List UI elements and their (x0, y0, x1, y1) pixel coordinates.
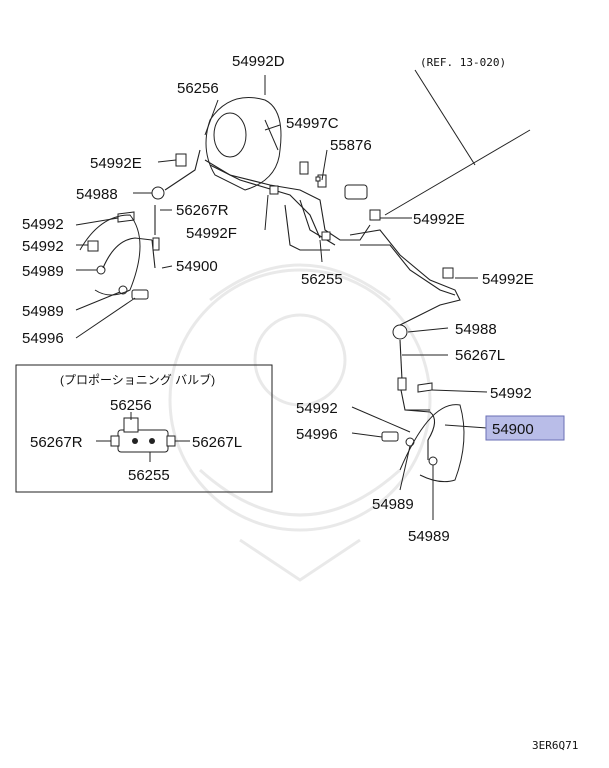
part-label-54996[interactable]: 54996 (22, 330, 64, 347)
brake-hose-left (79, 214, 156, 296)
part-label-54988[interactable]: 54988 (455, 321, 497, 338)
brake-booster (205, 97, 282, 191)
proportioning-valve-inset: (プロポーショニング バルブ) 56256 56267R 56267L 5625… (15, 364, 273, 493)
part-label-54989[interactable]: 54989 (22, 263, 64, 280)
part-label-56255[interactable]: 56255 (301, 271, 343, 288)
brake-pipes (154, 149, 461, 411)
part-label-56256[interactable]: 56256 (177, 80, 219, 97)
part-label-54992[interactable]: 54992 (296, 400, 338, 417)
inset-label-56256[interactable]: 56256 (110, 397, 152, 414)
part-label-54900-highlighted[interactable]: 54900 (492, 421, 534, 438)
part-label-54992D[interactable]: 54992D (232, 53, 285, 70)
diagram-code: 3ER6Q71 (532, 739, 578, 752)
part-label-54989[interactable]: 54989 (22, 303, 64, 320)
part-label-54992[interactable]: 54992 (22, 238, 64, 255)
inset-label-56267L[interactable]: 56267L (192, 434, 242, 451)
part-label-54992F[interactable]: 54992F (186, 225, 237, 242)
reference-leader (384, 69, 531, 216)
part-label-54997C[interactable]: 54997C (286, 115, 339, 132)
highlight-54900[interactable]: 54900 (485, 415, 565, 441)
part-label-54992E[interactable]: 54992E (90, 155, 142, 172)
reference-label: (REF. 13-020) (420, 56, 506, 69)
part-label-54900[interactable]: 54900 (176, 258, 218, 275)
small-parts (87, 153, 454, 466)
leader-lines (75, 75, 488, 520)
part-label-56267L[interactable]: 56267L (455, 347, 505, 364)
inset-label-56267R[interactable]: 56267R (30, 434, 83, 451)
part-label-54989[interactable]: 54989 (408, 528, 450, 545)
inset-title: (プロポーショニング バルブ) (60, 372, 215, 387)
part-label-54992E[interactable]: 54992E (413, 211, 465, 228)
part-label-54992[interactable]: 54992 (22, 216, 64, 233)
part-label-54992E[interactable]: 54992E (482, 271, 534, 288)
part-label-56267R[interactable]: 56267R (176, 202, 229, 219)
part-label-54996[interactable]: 54996 (296, 426, 338, 443)
part-label-54992[interactable]: 54992 (490, 385, 532, 402)
part-label-54988[interactable]: 54988 (76, 186, 118, 203)
inset-label-56255[interactable]: 56255 (128, 467, 170, 484)
brake-hose-right (399, 404, 465, 483)
watermark-emblem (168, 263, 432, 582)
part-label-55876[interactable]: 55876 (330, 137, 372, 154)
part-label-54989[interactable]: 54989 (372, 496, 414, 513)
